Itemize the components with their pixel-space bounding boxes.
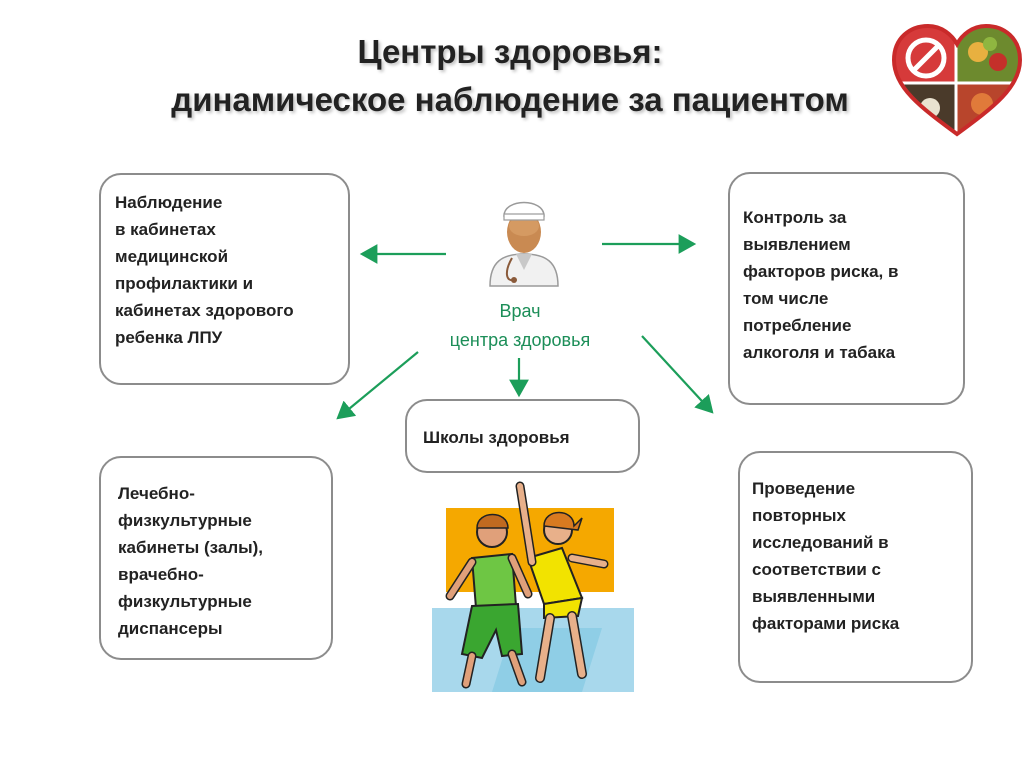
box-bottom-right-text: Проведение повторных исследований в соот…	[752, 479, 900, 633]
title-line-2: динамическое наблюдение за пациентом	[171, 81, 849, 118]
arrow-to-bottom-right	[641, 335, 714, 414]
doctor-label: Врач центра здоровья	[405, 297, 635, 355]
arrow-to-bottom-left	[336, 351, 419, 420]
doctor-label-line-2: центра здоровья	[449, 330, 591, 350]
box-top-left: Наблюдение в кабинетах медицинской профи…	[99, 173, 350, 385]
heart-health-logo-icon	[891, 23, 1023, 137]
box-top-right-text: Контроль за выявлением факторов риска, в…	[743, 208, 899, 362]
doctor-label-line-1: Врач	[499, 301, 541, 321]
exercising-people-icon	[432, 481, 634, 692]
slide-title: Центры здоровья: динамическое наблюдение…	[60, 28, 960, 124]
doctor-icon	[489, 201, 559, 287]
box-top-right: Контроль за выявлением факторов риска, в…	[728, 172, 965, 405]
box-bottom-left: Лечебно- физкультурные кабинеты (залы), …	[99, 456, 333, 660]
box-center-text: Школы здоровья	[423, 428, 570, 447]
box-bottom-left-text: Лечебно- физкультурные кабинеты (залы), …	[118, 484, 264, 638]
box-bottom-right: Проведение повторных исследований в соот…	[738, 451, 973, 683]
box-center: Школы здоровья	[405, 399, 640, 473]
box-top-left-text: Наблюдение в кабинетах медицинской профи…	[115, 193, 294, 347]
title-line-1: Центры здоровья:	[357, 33, 663, 70]
